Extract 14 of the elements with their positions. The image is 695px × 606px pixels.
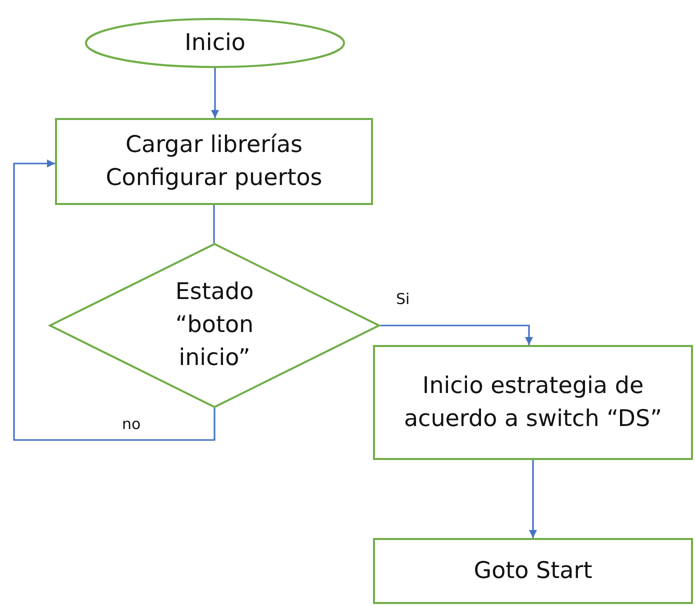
arrow (13, 160, 216, 441)
arrow (380, 324, 533, 345)
node-text: Inicio (184, 28, 246, 58)
arrow (529, 460, 537, 538)
node-text: Inicio estrategia de acuerdo a switch “DS” (402, 372, 664, 434)
decision-diamond (49, 243, 380, 408)
process-box (373, 345, 693, 460)
process-box (55, 118, 373, 205)
process-box (373, 538, 693, 604)
node-text: Goto Start (472, 556, 594, 586)
start-ellipse (85, 18, 345, 68)
arrow (211, 68, 219, 118)
node-text: Estado “boton inicio” (174, 278, 255, 373)
node-text: Cargar librerías Configurar puertos (104, 130, 324, 192)
